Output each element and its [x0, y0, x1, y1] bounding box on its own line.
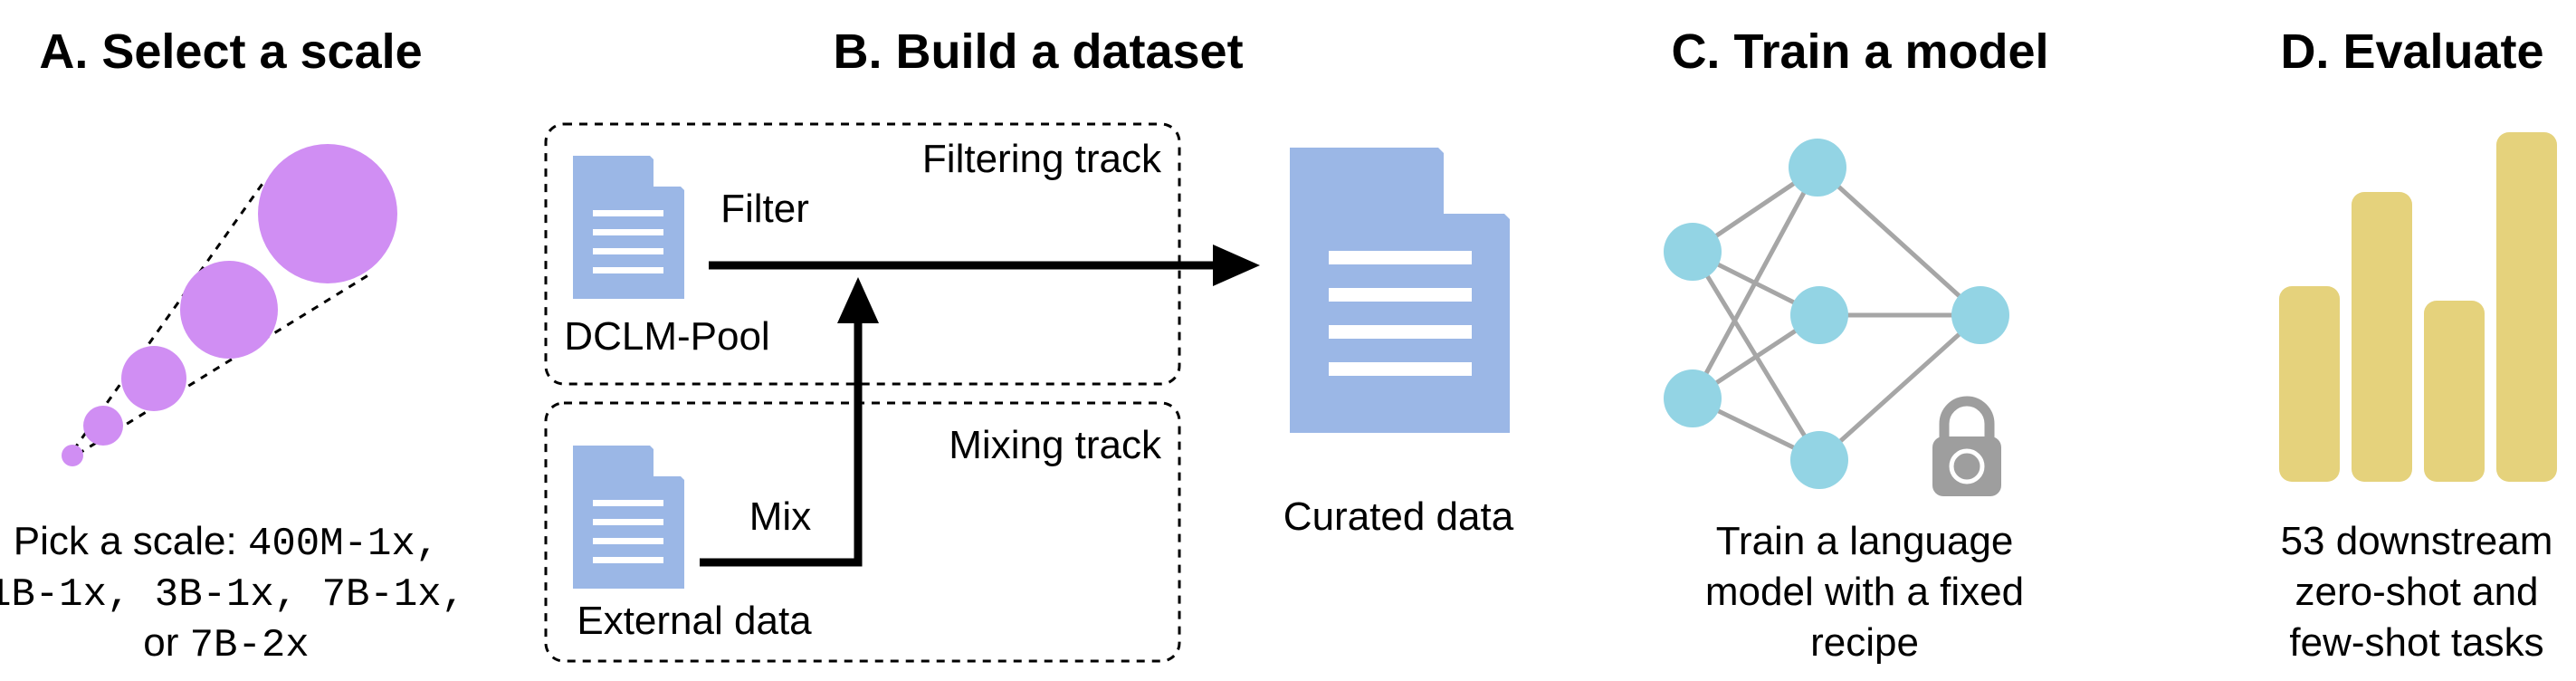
- scale-cone: [62, 144, 397, 466]
- output-node: [1951, 286, 2009, 344]
- panel-c-caption-line1: Train a language: [1716, 519, 2014, 563]
- mix-arrow-icon: [700, 277, 879, 567]
- panel-c-caption-line2: model with a fixed: [1705, 570, 2024, 614]
- scale-bubble-7b-2x: [258, 144, 397, 283]
- filter-label: Filter: [720, 187, 809, 231]
- hidden-node: [1789, 139, 1846, 197]
- panel-d-caption-line1: 53 downstream: [2281, 519, 2553, 563]
- scale-bubble-400m-1x: [62, 445, 83, 466]
- input-node: [1664, 223, 1722, 281]
- panel-c: C. Train a model Train a language: [1664, 24, 2049, 665]
- scale-bubble-1b-1x: [83, 406, 123, 446]
- panel-d-caption-line3: few-shot tasks: [2289, 620, 2543, 665]
- scale-bubble-7b-1x: [180, 261, 278, 359]
- panel-c-caption-line3: recipe: [1810, 620, 1919, 665]
- panel-d-caption-line2: zero-shot and: [2295, 570, 2538, 614]
- scale-option-7b-2x: 7B-2x: [190, 623, 310, 668]
- eval-bar: [2279, 286, 2340, 482]
- mix-label: Mix: [749, 494, 811, 539]
- scale-bubble-3b-1x: [121, 346, 186, 411]
- mixing-track-box: [544, 401, 1181, 663]
- hidden-node: [1790, 286, 1848, 344]
- hidden-node: [1790, 431, 1848, 489]
- caption-or: or: [143, 620, 189, 665]
- panel-d-title: D. Evaluate: [2280, 24, 2543, 79]
- curated-data-label: Curated data: [1283, 494, 1514, 539]
- filter-arrow-icon: [709, 245, 1260, 286]
- panel-a-caption-line2: 1B-1x, 3B-1x, 7B-1x,: [0, 572, 465, 618]
- filtering-track-box: [544, 122, 1181, 386]
- panel-a-caption-line3: or 7B-2x: [143, 620, 309, 668]
- scale-option-400m: 400M-1x,: [248, 522, 439, 567]
- eval-bar: [2424, 301, 2485, 482]
- panel-d: D. Evaluate 53 downstream zero-shot and …: [2279, 24, 2557, 665]
- panel-a: A. Select a scale Pick a scale: 400M-1x,…: [0, 24, 465, 668]
- document-icon: [1290, 148, 1510, 433]
- lock-icon: [1932, 396, 2001, 496]
- panel-b-title: B. Build a dataset: [833, 24, 1243, 79]
- panel-b: B. Build a dataset Filtering track Mixin…: [544, 24, 1260, 663]
- eval-bar: [2352, 192, 2412, 482]
- document-icon: [573, 446, 684, 589]
- curated-data: Curated data: [1283, 148, 1514, 539]
- eval-bar: [2496, 132, 2557, 482]
- external-data-label: External data: [577, 599, 812, 643]
- network-nodes: [1664, 139, 2009, 489]
- dclm-pool-label: DCLM-Pool: [564, 314, 769, 359]
- filtering-track-label: Filtering track: [922, 137, 1162, 181]
- mixing-track-label: Mixing track: [949, 423, 1162, 467]
- panel-c-title: C. Train a model: [1671, 24, 2048, 79]
- caption-prefix: Pick a scale:: [14, 519, 248, 563]
- panel-a-caption-line1: Pick a scale: 400M-1x,: [14, 519, 439, 567]
- input-node: [1664, 369, 1722, 427]
- panel-a-title: A. Select a scale: [39, 24, 422, 79]
- evaluation-bars: [2279, 132, 2557, 482]
- document-icon: [573, 156, 684, 299]
